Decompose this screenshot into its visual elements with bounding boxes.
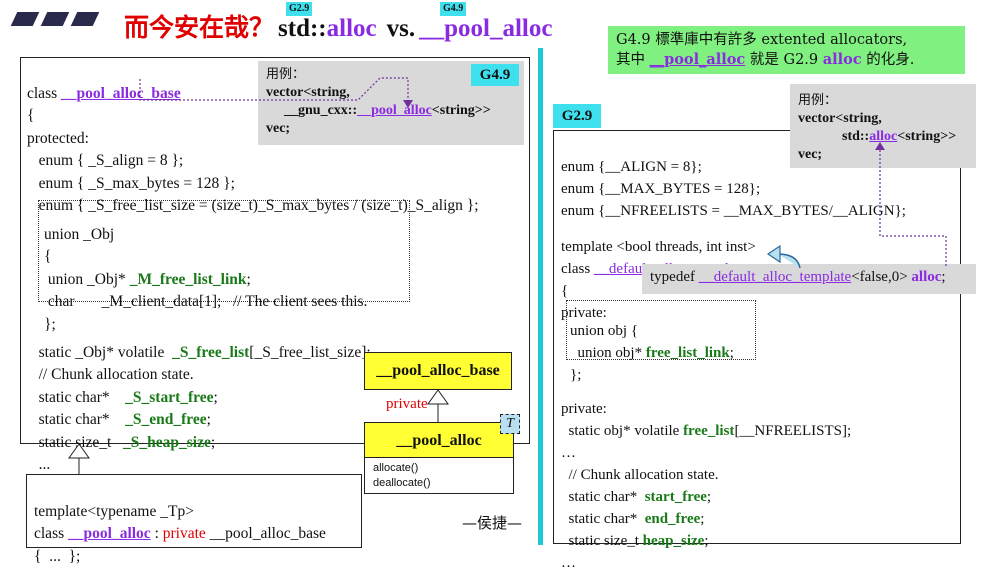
note-line-2: 其中 __pool_alloc 就是 G2.9 alloc 的化身. [616, 51, 915, 68]
typedef-alloc-line: typedef __default_alloc_template<false,0… [650, 269, 946, 285]
version-tag-g49: G4.9 [440, 2, 467, 16]
g29-badge: G2.9 [553, 104, 601, 128]
title-prefix: 而今安在哉？ [124, 13, 275, 42]
uml-template-param: T [500, 414, 520, 434]
g29-code-panel [553, 130, 961, 544]
g29-union-code: union obj { union obj* free_list_link; }… [570, 323, 734, 383]
pool-alloc-base-name: __pool_alloc_base [61, 84, 181, 102]
pool-alloc-declaration-code: template<typename _Tp> class __pool_allo… [34, 502, 326, 565]
author-signature: —侯捷— [462, 514, 523, 532]
g49-connector-arrowhead [403, 100, 413, 108]
g29-enums: enum {__ALIGN = 8}; enum {__MAX_BYTES = … [561, 159, 906, 219]
typedef-alloc-box [642, 264, 976, 294]
g29-connector-arrowhead [875, 142, 885, 150]
uml-derived-class: __pool_alloc [364, 422, 514, 458]
title-alloc: alloc [326, 15, 377, 42]
g49-example-connector [139, 77, 409, 104]
pool-alloc-declaration [26, 474, 362, 548]
uml-inheritance-arrow [427, 389, 449, 405]
g49-union-code: union _Obj { union _Obj* _M_free_list_li… [44, 225, 368, 333]
title-vs: vs. [386, 15, 416, 42]
uml-base-class: __pool_alloc_base [364, 352, 512, 390]
g49-static-members: static _Obj* volatile _S_free_list[_S_fr… [27, 343, 371, 474]
vertical-divider [538, 48, 543, 545]
uml-methods: allocate() deallocate() [364, 458, 514, 494]
note-box: G4.9 標準庫中有許多 extented allocators, 其中 __p… [608, 26, 965, 74]
g29-union-box [566, 300, 756, 360]
typedef-curved-arrow [777, 253, 801, 269]
g29-example-connector [879, 146, 947, 266]
version-tag-g29: G2.9 [286, 2, 313, 16]
g49-class-header: class __pool_alloc_base { protected: enu… [27, 84, 479, 215]
g49-badge: G4.9 [471, 64, 519, 86]
uml-private-label: private [386, 396, 428, 412]
g29-usage-example [790, 84, 976, 168]
g49-usage-text: 用例： vector<string, __gnu_cxx::__pool_all… [266, 67, 491, 136]
title-pool-alloc: __pool_alloc [419, 15, 553, 42]
left-inheritance-arrow [68, 443, 90, 459]
typedef-arrowhead [766, 244, 781, 264]
connector-overlay [68, 77, 947, 474]
g49-union-box [38, 200, 410, 302]
g29-usage-text: 用例： vector<string, std::alloc<string>> v… [798, 93, 957, 162]
g29-static-members: private: static obj* volatile free_list[… [561, 401, 852, 571]
page-title: 而今安在哉？ std::alloc vs. __pool_alloc [124, 8, 552, 44]
title-std: std:: [278, 15, 327, 42]
note-line-1: G4.9 標準庫中有許多 extented allocators, [616, 32, 908, 48]
